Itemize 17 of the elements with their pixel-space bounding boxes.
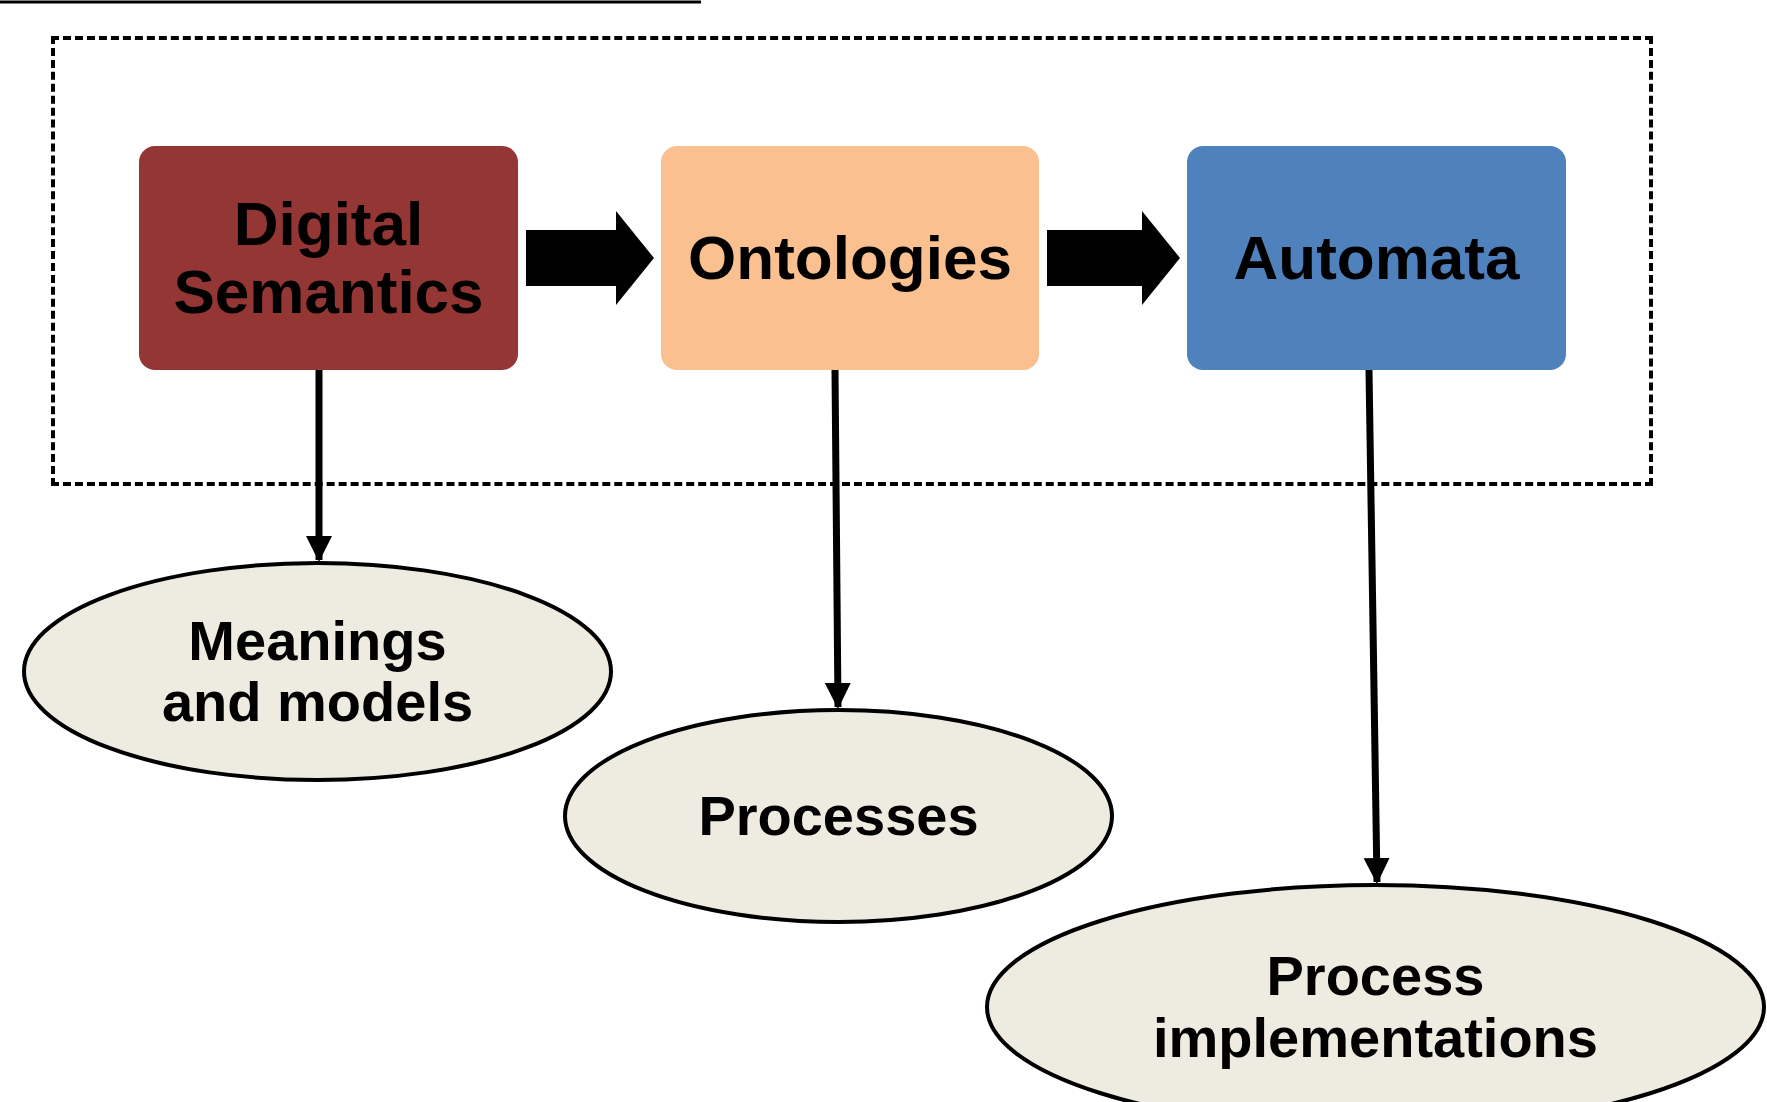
result-ellipse <box>562 707 1115 925</box>
arrow <box>1363 369 1390 884</box>
node-label: Processes <box>697 785 980 847</box>
node-label: Process implementations <box>1152 945 1599 1069</box>
node-label: Automata <box>1232 223 1521 293</box>
block-arrow <box>1047 211 1180 305</box>
arrow <box>824 369 851 709</box>
node-label: Digital Semantics <box>172 189 485 327</box>
dashed-group-box <box>51 36 1653 486</box>
node-label: Meanings and models <box>160 609 475 734</box>
process-box <box>139 146 518 370</box>
node-label: Ontologies <box>687 223 1013 293</box>
arrow <box>306 370 332 562</box>
block-arrow <box>526 211 654 305</box>
result-ellipse <box>21 560 614 783</box>
process-box <box>661 146 1039 370</box>
process-box <box>1187 146 1566 370</box>
